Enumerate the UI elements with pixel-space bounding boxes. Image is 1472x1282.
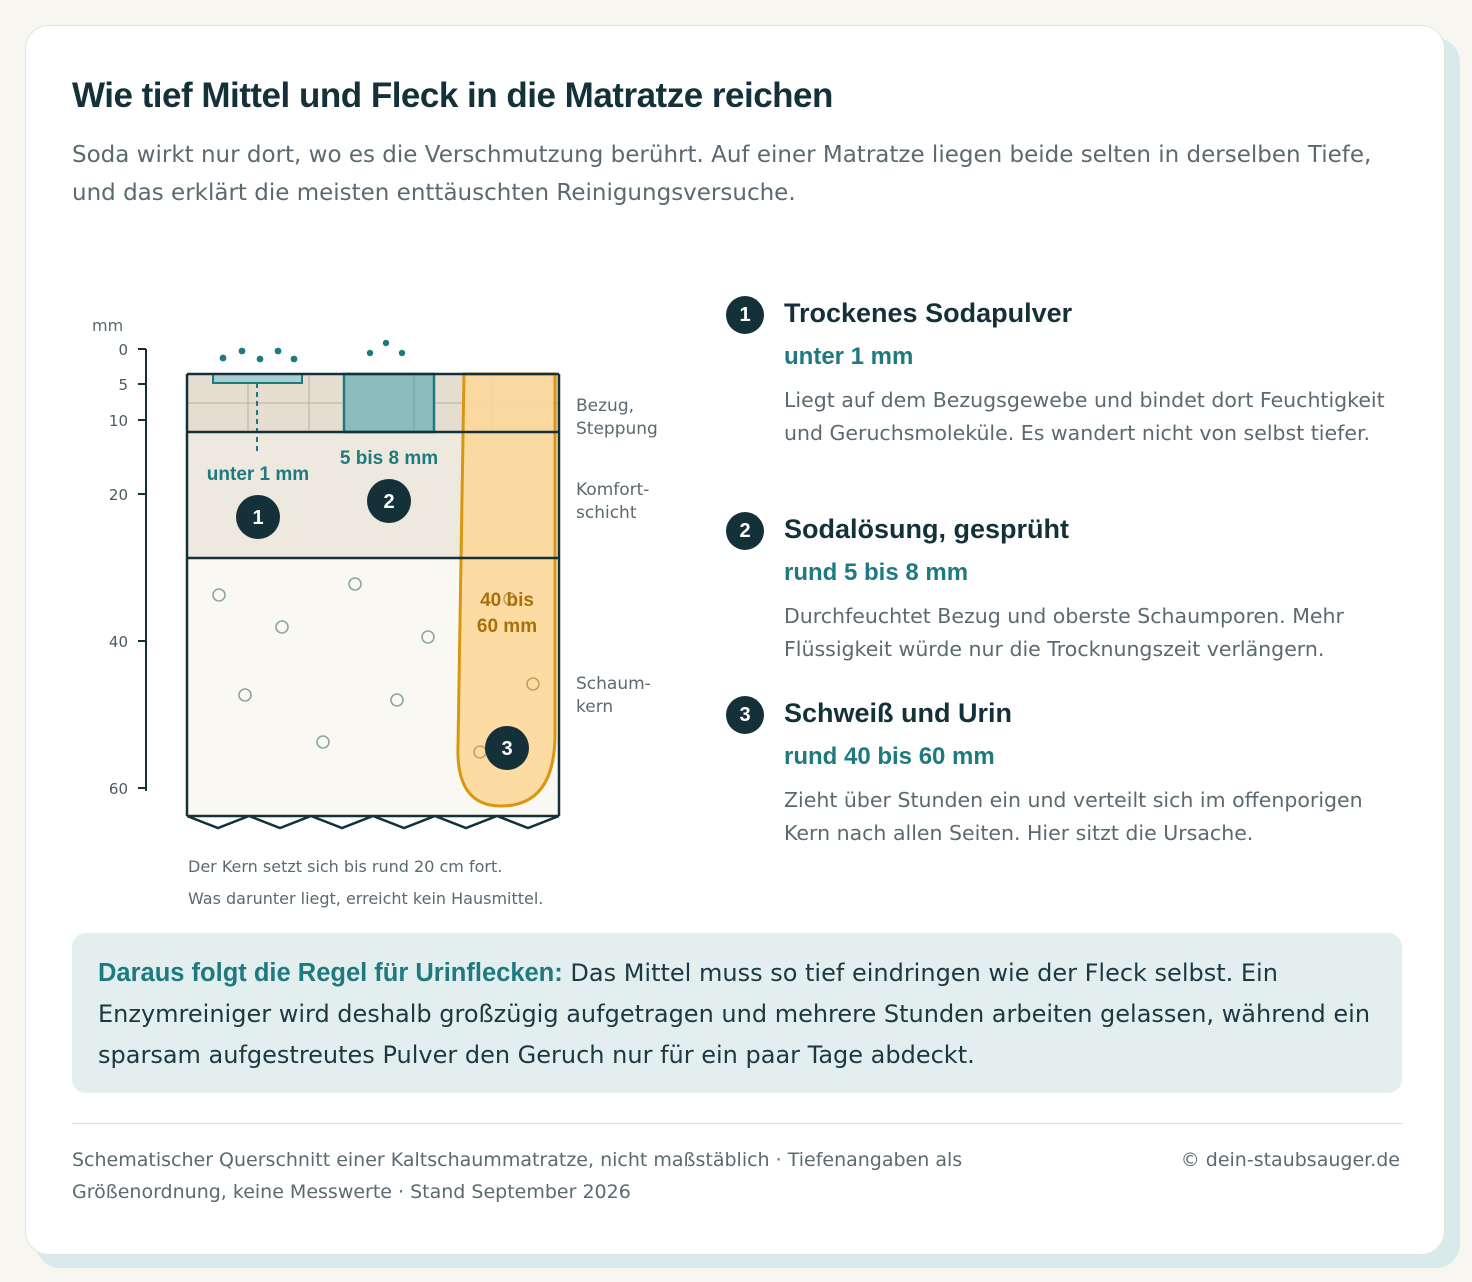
powder-layer <box>212 373 303 384</box>
axis-tick-5: 5 <box>118 376 146 394</box>
svg-text:0: 0 <box>118 341 128 359</box>
footer-copyright: © dein-staubsauger.de <box>1180 1149 1400 1171</box>
axis-tick-0: 0 <box>118 341 146 359</box>
item-description: Durchfeuchtet Bezug und oberste Schaumpo… <box>784 604 1344 661</box>
svg-text:40: 40 <box>109 633 128 651</box>
explanation-item-1: 1 Trockenes Sodapulver unter 1 mm Liegt … <box>726 296 1416 496</box>
spray-solution-zone <box>342 372 436 434</box>
diagram-marker-2: 2 <box>367 479 411 523</box>
zone-label-2: 5 bis 8 mm <box>340 448 438 469</box>
powder-particles <box>219 347 298 363</box>
item-title: Schweiß und Urin <box>784 698 1013 728</box>
item-number-badge: 3 <box>726 696 764 734</box>
explanation-item-2: 2 Sodalösung, gesprüht rund 5 bis 8 mm D… <box>726 512 1416 682</box>
svg-text:10: 10 <box>109 412 128 430</box>
svg-text:20: 20 <box>109 486 128 504</box>
svg-text:5: 5 <box>118 376 128 394</box>
zone-label-3-line1: 40 bis <box>480 590 534 611</box>
rule-callout: Daraus folgt die Regel für Urinflecken: … <box>72 933 1402 1093</box>
layer-label-comfort-1: Komfort- <box>576 480 649 500</box>
item-title: Trockenes Sodapulver <box>784 298 1073 328</box>
item-title: Sodalösung, gesprüht <box>784 514 1070 544</box>
explanation-item-3: 3 Schweiß und Urin rund 40 bis 60 mm Zie… <box>726 696 1416 866</box>
zone-label-1: unter 1 mm <box>207 464 309 485</box>
layer-labels: Bezug, Steppung Komfort- schicht Schaum-… <box>576 396 658 717</box>
mattress-outline <box>185 372 561 816</box>
item-depth: unter 1 mm <box>784 343 914 370</box>
rule-label: Daraus folgt die Regel für Urinflecken: <box>98 959 563 987</box>
svg-text:60: 60 <box>109 780 128 798</box>
diagram-caption-line2: Was darunter liegt, erreicht kein Hausmi… <box>188 889 543 908</box>
rule-text: Daraus folgt die Regel für Urinflecken: … <box>98 953 1376 1076</box>
layer-label-cover-1: Bezug, <box>576 396 634 416</box>
svg-text:2: 2 <box>383 491 394 513</box>
mattress-cross-section-diagram: mm 0 5 10 20 40 <box>76 286 736 926</box>
item-depth: rund 5 bis 8 mm <box>784 559 969 586</box>
page-subtitle: Soda wirkt nur dort, wo es die Verschmut… <box>72 142 1372 206</box>
axis-tick-40: 40 <box>109 633 146 651</box>
cut-edge <box>186 814 560 830</box>
footer-divider <box>72 1123 1402 1124</box>
axis-unit: mm <box>92 316 123 335</box>
svg-text:3: 3 <box>501 738 512 760</box>
item-description: Liegt auf dem Bezugsgewebe und bindet do… <box>784 388 1385 445</box>
urine-stain-zone <box>456 372 557 808</box>
infographic-card: Wie tief Mittel und Fleck in die Matratz… <box>25 25 1445 1255</box>
cross-section-svg: mm 0 5 10 20 40 <box>92 316 658 908</box>
layer-label-core-1: Schaum- <box>576 674 651 694</box>
item-depth: rund 40 bis 60 mm <box>784 743 995 770</box>
axis-tick-10: 10 <box>109 412 146 430</box>
foam-pores <box>212 577 435 749</box>
diagram-caption-line1: Der Kern setzt sich bis rund 20 cm fort. <box>188 857 502 876</box>
axis-tick-60: 60 <box>109 780 146 798</box>
diagram-marker-3: 3 <box>485 726 529 770</box>
footer-note: Schematischer Querschnitt einer Kaltscha… <box>72 1149 963 1203</box>
spray-droplets <box>366 339 406 357</box>
axis-tick-20: 20 <box>109 486 146 504</box>
layer-label-comfort-2: schicht <box>576 503 637 523</box>
item-number-badge: 2 <box>726 512 764 550</box>
zone-label-3-line2: 60 mm <box>477 616 537 637</box>
rule-body: Das Mittel muss so tief eindringen wie d… <box>98 959 1371 1069</box>
layer-label-core-2: kern <box>576 697 613 717</box>
item-description: Zieht über Stunden ein und verteilt sich… <box>784 788 1363 845</box>
diagram-marker-1: 1 <box>236 495 280 539</box>
page-title: Wie tief Mittel und Fleck in die Matratz… <box>72 76 833 115</box>
svg-text:1: 1 <box>252 507 263 529</box>
item-number-badge: 1 <box>726 296 764 334</box>
layer-label-cover-2: Steppung <box>576 419 658 439</box>
